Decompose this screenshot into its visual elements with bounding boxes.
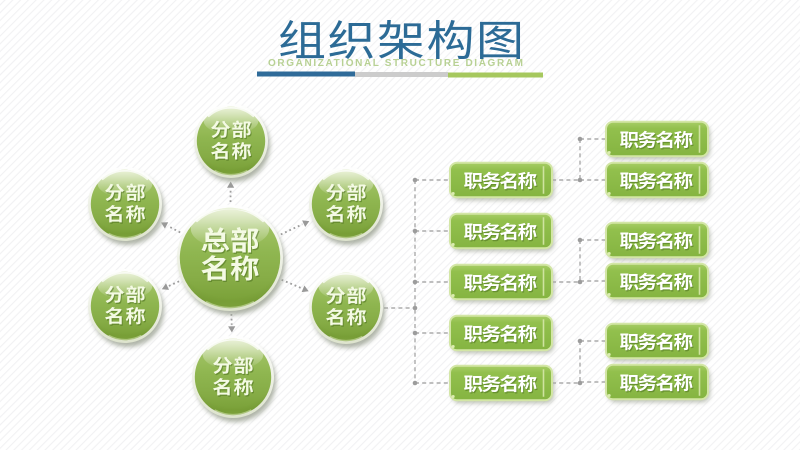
svg-text:ORGANIZATIONAL STRUCTURE DIAGR: ORGANIZATIONAL STRUCTURE DIAGRAM: [268, 58, 526, 69]
